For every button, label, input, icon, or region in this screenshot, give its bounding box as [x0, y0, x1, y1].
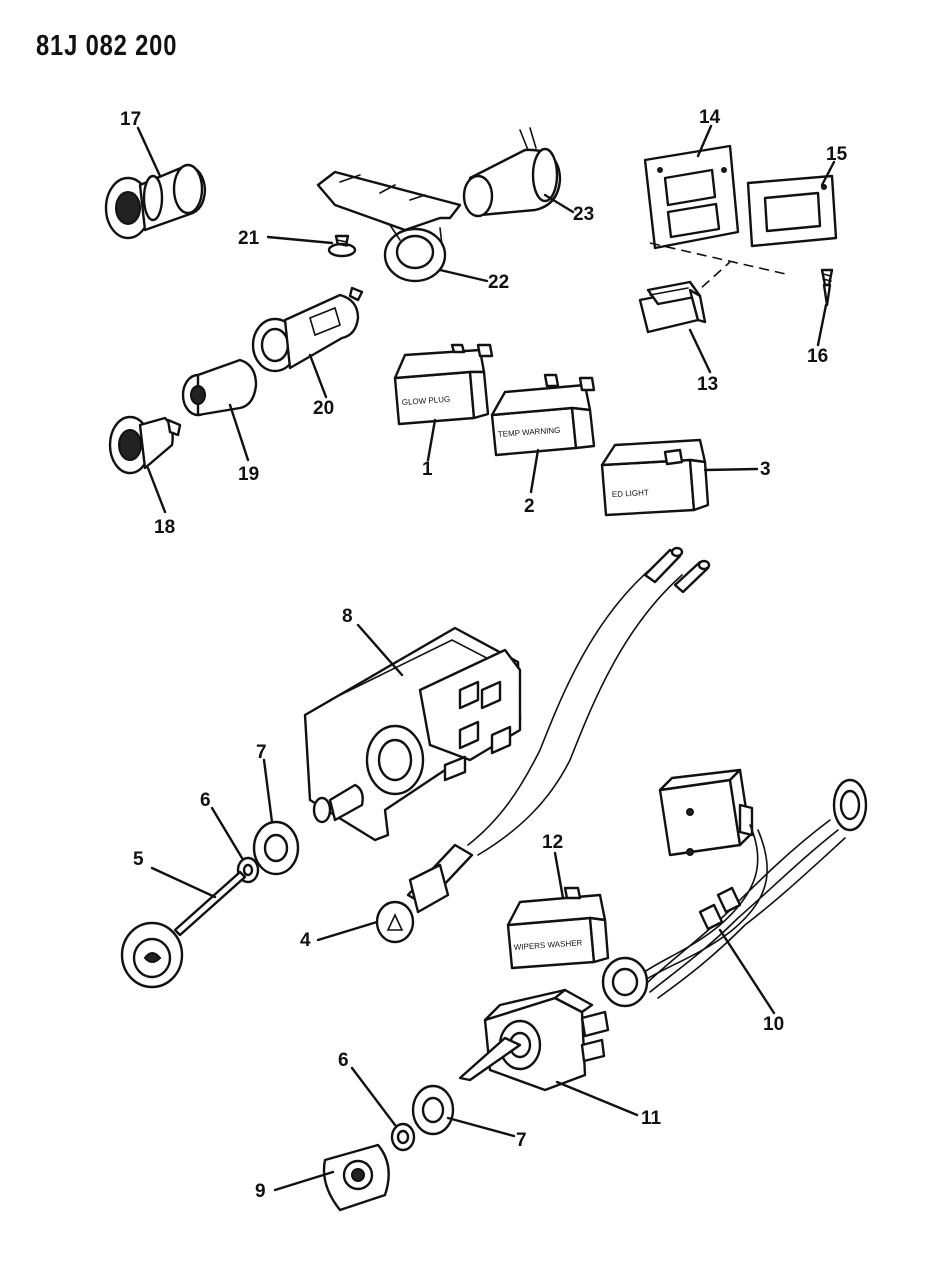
callout-3: 3	[760, 459, 771, 480]
callout-20: 20	[313, 398, 334, 419]
callout-4: 4	[300, 930, 311, 951]
callout-7-lower: 7	[516, 1130, 527, 1151]
callout-10: 10	[763, 1014, 784, 1035]
part-7-upper-ring	[252, 820, 300, 876]
part-19-lighter-cup	[181, 358, 258, 417]
part-12-wipers-washer-switch: WIPERS WASHER	[506, 886, 610, 970]
leader-lines	[136, 124, 836, 1192]
part-11-rotary-switch	[458, 988, 610, 1092]
part-14-bezel	[643, 144, 740, 250]
callout-14: 14	[699, 107, 721, 128]
part-9-knob	[322, 1143, 390, 1212]
part-20-lighter-element	[251, 286, 364, 373]
callout-15: 15	[826, 144, 848, 165]
callout-6-lower: 6	[338, 1050, 349, 1071]
part-18-knob	[108, 415, 182, 475]
part-8-headlamp-switch	[303, 626, 522, 842]
glow-plug-label: GLOW PLUG	[402, 395, 451, 407]
part-7-lower-ring	[411, 1084, 455, 1136]
part-16-screw	[820, 268, 834, 307]
callout-5: 5	[133, 849, 144, 870]
part-6-lower-nut	[390, 1122, 416, 1152]
part-13-rocker-switch	[638, 280, 707, 334]
callout-6-upper: 6	[200, 790, 211, 811]
part-2-temp-warning-switch: TEMP WARNING	[490, 373, 596, 457]
part-17-lighter-assembly	[104, 163, 207, 240]
part-21-screw	[327, 234, 357, 258]
callout-9: 9	[255, 1181, 266, 1202]
ed-light-label: ED LIGHT	[612, 488, 649, 499]
callout-17: 17	[120, 109, 141, 130]
part-23-housing-sleeve	[462, 127, 562, 218]
callout-19: 19	[238, 464, 259, 485]
callout-23: 23	[573, 204, 594, 225]
document-id: 81J 082 200	[36, 30, 178, 62]
wire-harness-4	[467, 546, 711, 856]
callout-1: 1	[422, 459, 433, 480]
part-1-glow-plug-switch: GLOW PLUG	[393, 343, 494, 426]
callout-12: 12	[542, 832, 563, 853]
part-10-relay-harness	[601, 768, 868, 1008]
callout-numbers: 17 14 15 21 22 23 13 16 20 19 18 1 2 3 8…	[120, 107, 848, 1202]
callout-7-upper: 7	[256, 742, 267, 763]
callout-21: 21	[238, 228, 260, 249]
callout-22: 22	[488, 272, 509, 293]
callout-16: 16	[807, 346, 828, 367]
callout-18: 18	[154, 517, 175, 538]
part-5-knob-shaft	[120, 870, 247, 989]
part-3-ed-light-switch: ED LIGHT	[600, 438, 710, 517]
callout-13: 13	[697, 374, 718, 395]
part-4-lamp-socket	[375, 843, 474, 944]
part-15-bezel	[746, 174, 838, 248]
temp-warning-label: TEMP WARNING	[498, 426, 561, 439]
callout-8: 8	[342, 606, 353, 627]
callout-2: 2	[524, 496, 535, 517]
part-22-bracket	[316, 170, 462, 283]
callout-11: 11	[641, 1108, 662, 1129]
